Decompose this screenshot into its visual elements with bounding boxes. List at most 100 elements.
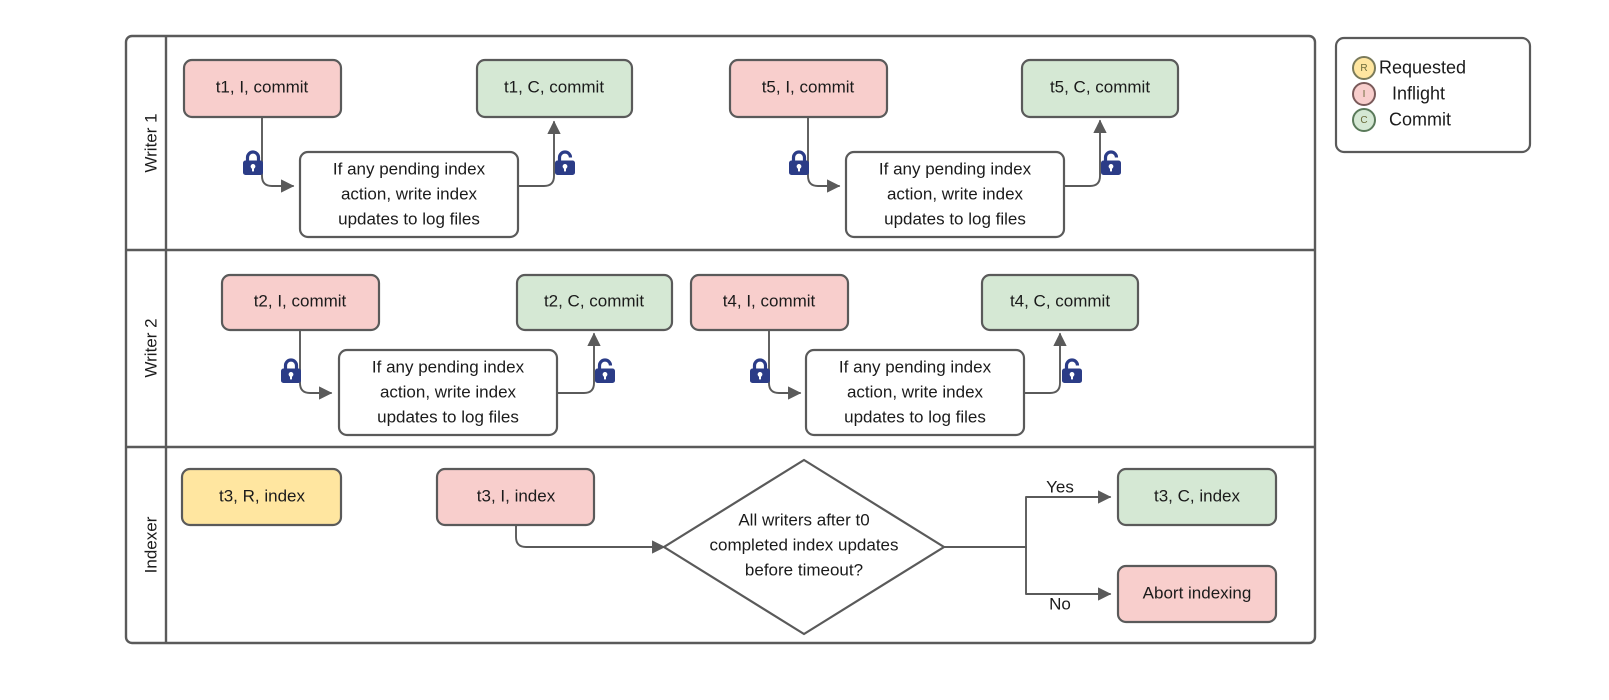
legend-item-commit: C Commit [1352,108,1451,132]
node-w1-t5-commit[interactable]: t5, C, commit [1020,58,1180,119]
legend-panel: R Requested I Inflight C Commit [1334,36,1532,154]
node-w1-t1-inflight[interactable]: t1, I, commit [182,58,343,119]
node-box[interactable] [298,150,520,239]
node-label-line-1: All writers after t0 [738,510,869,529]
inflight-badge-icon [1352,82,1376,106]
connector-w2-process1-to-commit1 [556,332,601,394]
lane-label-text: Writer 1 [141,113,160,172]
legend-label: Inflight [1392,83,1445,103]
lock-closed-icon [243,150,263,175]
node-w2-t2-commit[interactable]: t2, C, commit [515,273,674,332]
node-indexer-inflight[interactable]: t3, I, index [435,467,596,527]
node-label-line-3: before timeout? [745,560,863,579]
node-label: t5, I, commit [762,77,855,96]
lock-open-icon [555,150,575,175]
lock-closed-icon [789,150,809,175]
node-w2-t4-inflight[interactable]: t4, I, commit [689,273,850,332]
node-label: t4, I, commit [723,291,816,310]
lock-open-icon [1101,150,1121,175]
lane-label-indexer: Indexer [141,516,160,573]
lane-label-text: Writer 2 [141,318,160,377]
lock-closed-icon [750,358,770,383]
connector-w2-inflight2-to-process2 [768,330,802,400]
node-label-line-2: action, write index [341,184,478,203]
node-label: t1, C, commit [504,77,604,96]
node-label: t5, C, commit [1050,77,1150,96]
connector-w1-process2-to-commit2 [1063,119,1107,187]
node-box[interactable] [1020,58,1180,119]
node-box[interactable] [1116,467,1278,527]
legend-box [1334,36,1532,154]
legend-badge-letter: I [1363,89,1366,100]
node-label-line-2: action, write index [847,382,984,401]
node-label: t2, C, commit [544,291,644,310]
legend-label: Commit [1389,109,1451,129]
node-label-line-1: If any pending index [879,159,1032,178]
lane-label-text: Indexer [141,516,160,573]
node-w2-process-2[interactable]: If any pending index action, write index… [804,348,1026,437]
legend-item-inflight: I Inflight [1352,82,1445,106]
swimlane-pool [124,34,1317,645]
connector-w1-inflight2-to-process2 [807,115,841,193]
node-box[interactable] [180,467,343,527]
node-label-line-1: If any pending index [839,357,992,376]
node-label: t4, C, commit [1010,291,1110,310]
node-label-line-3: updates to log files [844,407,986,426]
node-label: Abort indexing [1143,583,1252,602]
node-box[interactable] [515,273,674,332]
lane-label-writer-2: Writer 2 [141,318,160,377]
edge-label-yes: Yes [1046,477,1074,496]
node-label: t3, I, index [477,486,556,505]
edge-label-no: No [1049,594,1071,613]
connector-indexer-inflight-to-decision [515,524,666,554]
connector-w2-inflight1-to-process1 [299,330,333,400]
node-label: t1, I, commit [216,77,309,96]
connector-w2-process2-to-commit2 [1023,332,1067,394]
lock-open-icon [1062,358,1082,383]
node-box[interactable] [435,467,596,527]
connector-w1-process1-to-commit1 [517,120,561,187]
node-box[interactable] [844,150,1066,239]
lock-open-icon [595,358,615,383]
node-label-line-3: updates to log files [377,407,519,426]
node-label-line-3: updates to log files [884,209,1026,228]
node-indexer-commit[interactable]: t3, C, index [1116,467,1278,527]
node-w1-process-1[interactable]: If any pending index action, write index… [298,150,520,239]
node-indexer-abort[interactable]: Abort indexing [1116,564,1278,624]
node-label-line-1: If any pending index [333,159,486,178]
connector-decision-no [1025,546,1112,601]
node-label: t3, R, index [219,486,305,505]
decision-diamond[interactable] [661,458,947,636]
pool-outline [124,34,1317,645]
node-label-line-2: action, write index [380,382,517,401]
node-box[interactable] [728,58,889,119]
node-w2-process-1[interactable]: If any pending index action, write index… [337,348,559,437]
lock-closed-icon [281,358,301,383]
node-w1-process-2[interactable]: If any pending index action, write index… [844,150,1066,239]
legend-item-requested: R Requested [1352,56,1466,80]
node-indexer-requested[interactable]: t3, R, index [180,467,343,527]
node-box[interactable] [475,58,634,119]
connector-decision-yes [1025,490,1112,548]
node-box[interactable] [1116,564,1278,624]
node-box[interactable] [220,273,381,332]
node-box[interactable] [804,348,1026,437]
node-indexer-decision[interactable]: All writers after t0 completed index upd… [661,458,947,636]
commit-badge-icon [1352,108,1376,132]
node-w1-t1-commit[interactable]: t1, C, commit [475,58,634,119]
node-label-line-1: If any pending index [372,357,525,376]
node-box[interactable] [337,348,559,437]
node-box[interactable] [980,273,1140,332]
node-box[interactable] [182,58,343,119]
node-label-line-2: completed index updates [709,535,898,554]
connector-w1-inflight1-to-process1 [261,116,295,193]
node-w2-t2-inflight[interactable]: t2, I, commit [220,273,381,332]
node-label-line-2: action, write index [887,184,1024,203]
node-w2-t4-commit[interactable]: t4, C, commit [980,273,1140,332]
node-w1-t5-inflight[interactable]: t5, I, commit [728,58,889,119]
legend-badge-letter: C [1360,115,1367,126]
node-label: t2, I, commit [254,291,347,310]
node-box[interactable] [689,273,850,332]
